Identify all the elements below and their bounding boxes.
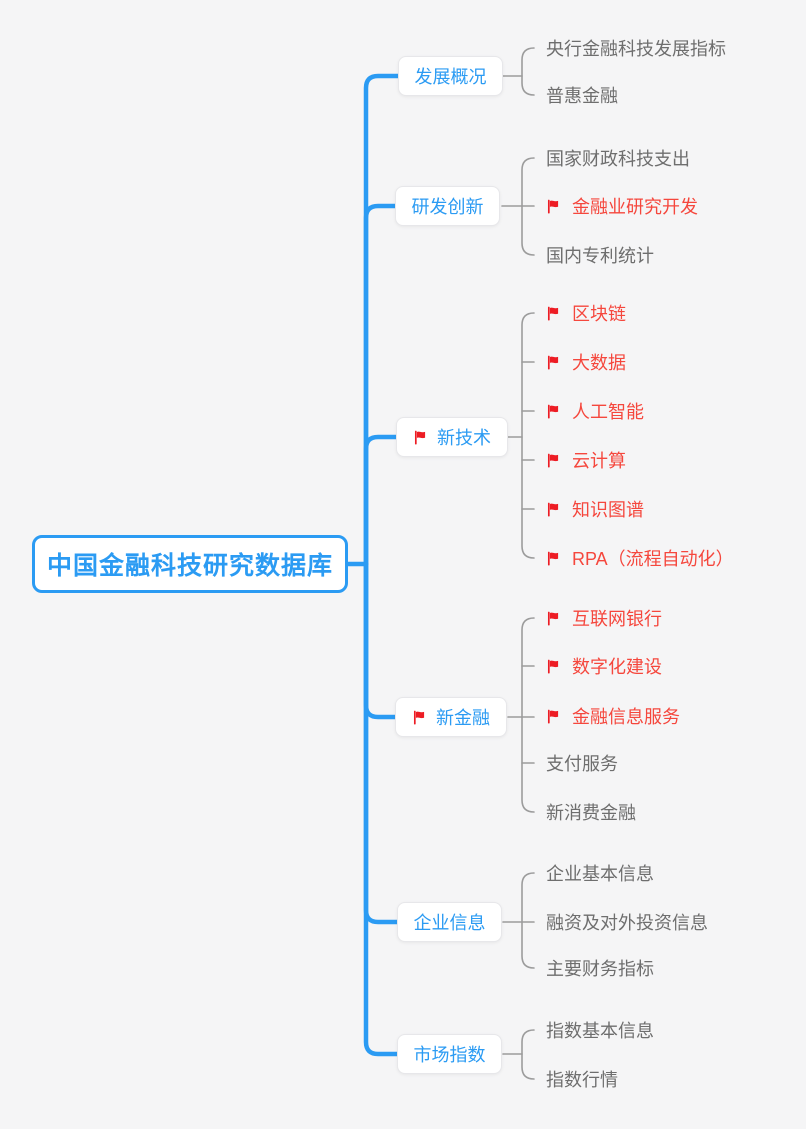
flag-icon: [546, 404, 561, 419]
branch-label: 新技术: [437, 428, 491, 448]
leaf-label: 企业基本信息: [546, 864, 654, 884]
root-label: 中国金融科技研究数据库: [47, 551, 334, 580]
flag-icon: [546, 306, 561, 321]
leaf-node[interactable]: 指数行情: [546, 1066, 618, 1092]
branch-label: 新金融: [436, 708, 490, 728]
branch-label: 市场指数: [413, 1045, 486, 1065]
leaf-label: 大数据: [572, 353, 626, 373]
flag-icon: [412, 710, 427, 725]
leaf-node[interactable]: 主要财务指标: [546, 955, 654, 981]
leaf-node[interactable]: 金融信息服务: [546, 703, 680, 729]
branch-development-overview[interactable]: 发展概况: [398, 56, 503, 96]
leaf-label: 人工智能: [572, 402, 644, 422]
leaf-node[interactable]: 国内专利统计: [546, 242, 654, 268]
leaf-label: 支付服务: [546, 754, 618, 774]
root-node[interactable]: 中国金融科技研究数据库: [32, 535, 349, 593]
flag-icon: [546, 355, 561, 370]
branch-label: 研发创新: [411, 197, 484, 217]
leaf-node[interactable]: 央行金融科技发展指标: [546, 35, 726, 61]
leaf-node[interactable]: 普惠金融: [546, 82, 618, 108]
flag-icon: [546, 551, 561, 566]
branch-rd-innovation[interactable]: 研发创新: [395, 186, 500, 226]
leaf-label: 指数基本信息: [546, 1021, 654, 1041]
flag-icon: [546, 611, 561, 626]
trunk-connectors: [334, 73, 401, 1057]
leaf-label: 新消费金融: [546, 803, 636, 823]
leaf-node[interactable]: 大数据: [546, 349, 626, 375]
leaf-node[interactable]: 指数基本信息: [546, 1017, 654, 1043]
branch-label: 发展概况: [414, 67, 487, 87]
leaf-label: 国内专利统计: [546, 246, 654, 266]
leaf-label: 互联网银行: [572, 609, 662, 629]
branch-new-technology[interactable]: 新技术: [396, 417, 508, 457]
leaf-label: 金融信息服务: [572, 707, 680, 727]
leaf-label: 国家财政科技支出: [546, 149, 690, 169]
flag-icon: [546, 659, 561, 674]
branch-new-finance[interactable]: 新金融: [395, 697, 507, 737]
leaf-label: 央行金融科技发展指标: [546, 39, 726, 59]
leaf-node[interactable]: 人工智能: [546, 398, 644, 424]
flag-icon: [546, 453, 561, 468]
leaf-node[interactable]: 云计算: [546, 447, 626, 473]
leaf-label: 主要财务指标: [546, 959, 654, 979]
flag-icon: [546, 199, 561, 214]
leaf-node[interactable]: 融资及对外投资信息: [546, 909, 708, 935]
leaf-node[interactable]: 支付服务: [546, 750, 618, 776]
leaf-node[interactable]: 互联网银行: [546, 605, 662, 631]
leaf-label: 指数行情: [546, 1070, 618, 1090]
leaf-node[interactable]: 国家财政科技支出: [546, 145, 690, 171]
leaf-label: 普惠金融: [546, 86, 618, 106]
leaf-node[interactable]: 数字化建设: [546, 653, 662, 679]
leaf-label: 知识图谱: [572, 500, 644, 520]
leaf-node[interactable]: 知识图谱: [546, 496, 644, 522]
leaf-node[interactable]: RPA（流程自动化）: [546, 545, 734, 571]
leaf-label: 区块链: [572, 304, 626, 324]
leaf-node[interactable]: 区块链: [546, 300, 626, 326]
leaf-node[interactable]: 企业基本信息: [546, 860, 654, 886]
leaf-label: RPA（流程自动化）: [572, 549, 734, 569]
branch-connectors: [501, 47, 535, 1080]
leaf-label: 融资及对外投资信息: [546, 913, 708, 933]
branch-enterprise-info[interactable]: 企业信息: [397, 902, 502, 942]
leaf-label: 金融业研究开发: [572, 197, 698, 217]
branch-label: 企业信息: [413, 913, 486, 933]
leaf-node[interactable]: 新消费金融: [546, 799, 636, 825]
branch-market-index[interactable]: 市场指数: [397, 1034, 502, 1074]
leaf-label: 云计算: [572, 451, 626, 471]
flag-icon: [546, 502, 561, 517]
flag-icon: [413, 430, 428, 445]
leaf-node[interactable]: 金融业研究开发: [546, 193, 698, 219]
flag-icon: [546, 709, 561, 724]
leaf-label: 数字化建设: [572, 657, 662, 677]
